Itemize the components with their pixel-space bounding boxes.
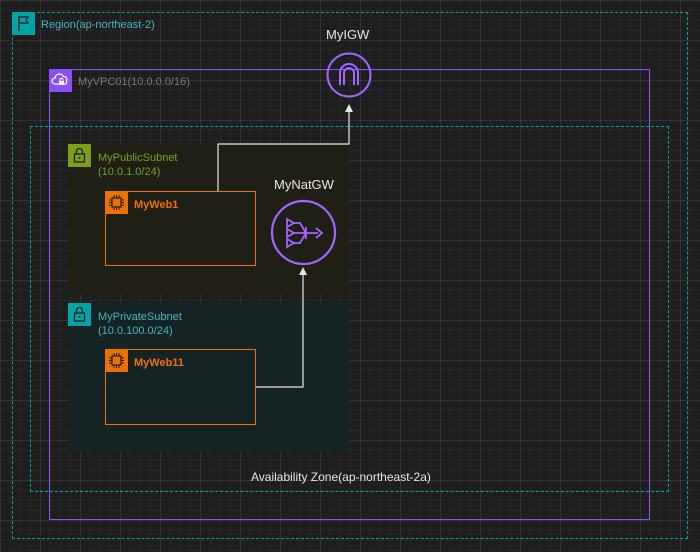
instance-myweb1-label: MyWeb1 bbox=[134, 199, 179, 211]
private-subnet-cidr: (10.0.100.0/24) bbox=[98, 325, 173, 337]
public-subnet-name: MyPublicSubnet bbox=[98, 152, 178, 164]
lock-icon bbox=[68, 144, 91, 167]
region-group[interactable] bbox=[12, 12, 688, 539]
instance-myweb11-label: MyWeb11 bbox=[134, 357, 184, 369]
public-subnet-cidr: (10.0.1.0/24) bbox=[98, 166, 161, 178]
internet-gateway-icon[interactable] bbox=[326, 52, 372, 98]
lock-icon bbox=[68, 303, 91, 326]
natgw-label: MyNatGW bbox=[274, 177, 334, 192]
instance-myweb1[interactable] bbox=[105, 191, 256, 266]
vpc-label: MyVPC01(10.0.0.0/16) bbox=[78, 76, 190, 88]
vpc-cloud-lock-icon bbox=[49, 69, 72, 92]
region-label: Region(ap-northeast-2) bbox=[41, 19, 155, 31]
nat-gateway-icon[interactable] bbox=[270, 199, 337, 266]
instance-myweb11[interactable] bbox=[105, 349, 256, 425]
private-subnet-name: MyPrivateSubnet bbox=[98, 311, 182, 323]
vpc-group[interactable] bbox=[49, 69, 650, 520]
ec2-chip-icon bbox=[105, 191, 128, 214]
flag-icon bbox=[12, 12, 35, 35]
igw-label: MyIGW bbox=[326, 27, 370, 42]
availability-zone-label: Availability Zone(ap-northeast-2a) bbox=[251, 470, 431, 484]
ec2-chip-icon bbox=[105, 349, 128, 372]
